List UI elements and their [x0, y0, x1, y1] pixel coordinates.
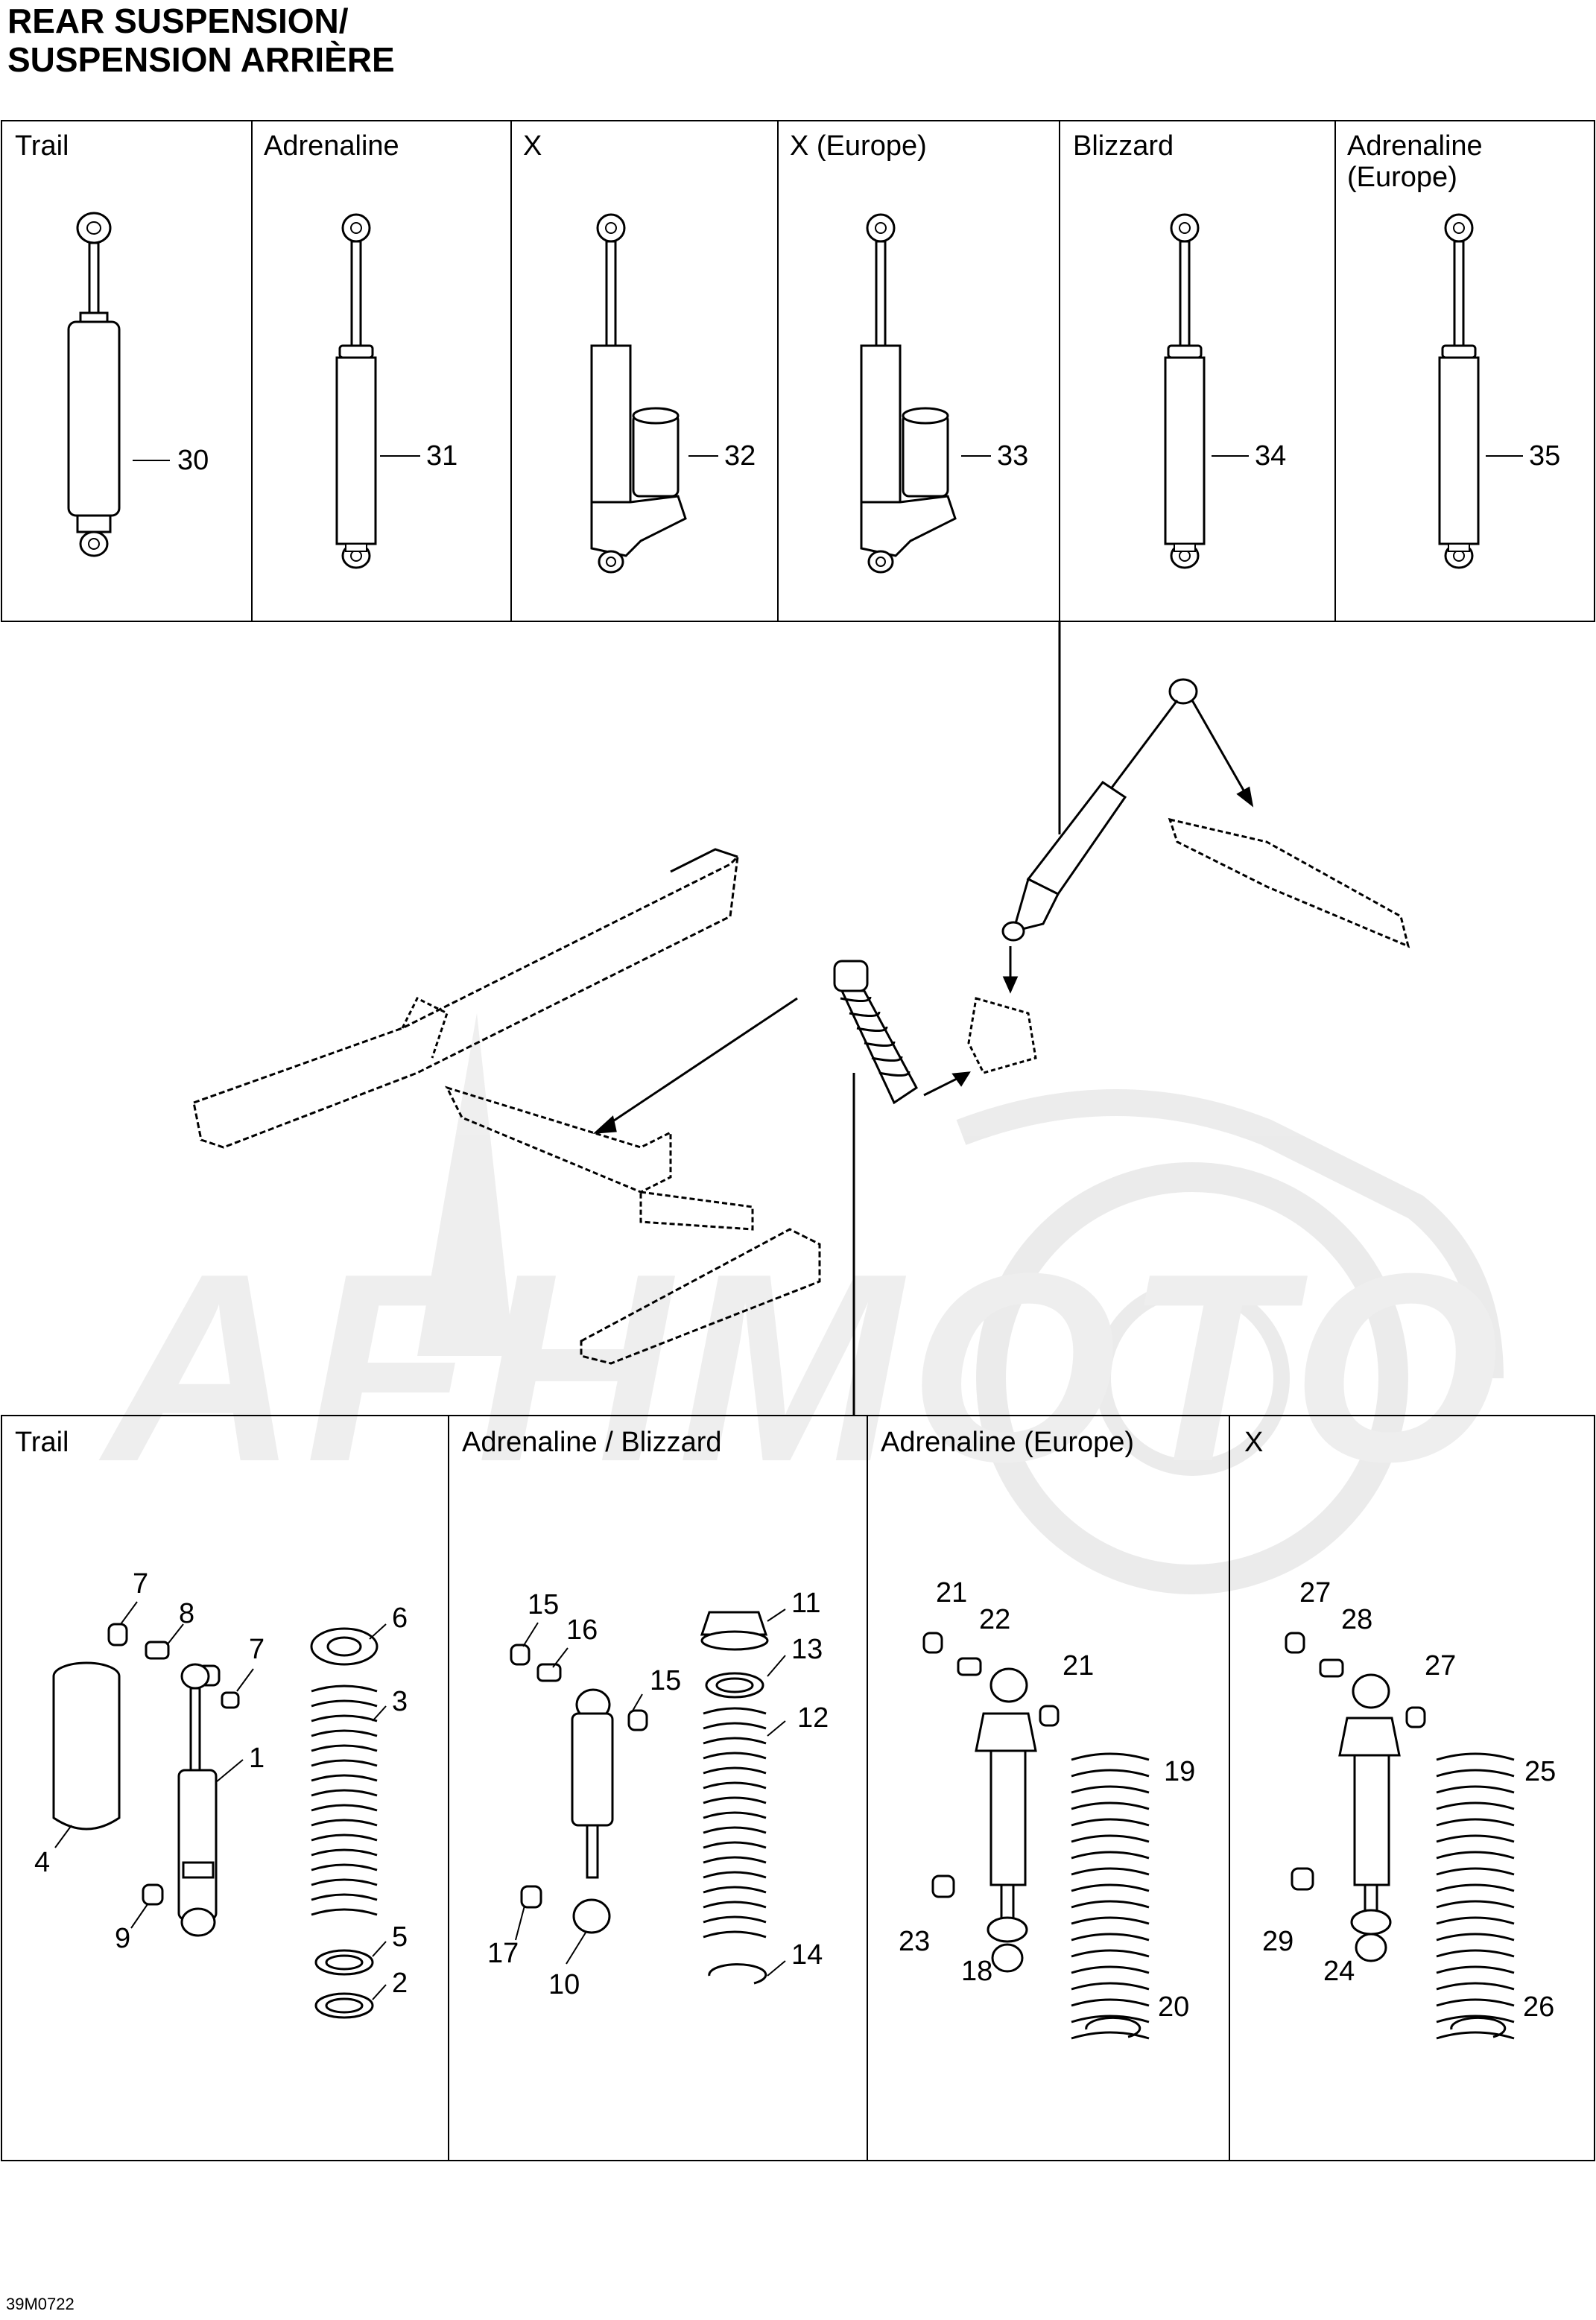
callout-9: 9 — [115, 1923, 130, 1954]
shock-31-drawing — [335, 213, 377, 569]
adrenaline-europe-components — [922, 1632, 1150, 2040]
page-title-line2: SUSPENSION ARRIÈRE — [7, 40, 395, 79]
callout-27a: 27 — [1299, 1577, 1331, 1609]
top-panel-label-adrenaline: Adrenaline — [264, 130, 399, 162]
top-panel-label-x-europe: X (Europe) — [790, 130, 927, 162]
callout-18: 18 — [961, 1956, 992, 1987]
bottom-spring-table — [1, 1415, 1595, 2161]
callout-13: 13 — [791, 1634, 823, 1665]
callout-24: 24 — [1323, 1956, 1355, 1987]
callout-19: 19 — [1164, 1756, 1195, 1787]
watermark-text: AFHMOTO — [96, 1218, 1507, 1518]
callout-20: 20 — [1158, 1991, 1189, 2023]
callout-5: 5 — [392, 1921, 408, 1953]
rear-suspension-assembly — [192, 621, 1410, 1416]
callout-30: 30 — [177, 445, 209, 476]
callout-14: 14 — [791, 1939, 823, 1971]
x-components — [1285, 1632, 1515, 2040]
callout-26: 26 — [1523, 1991, 1554, 2023]
callout-31: 31 — [426, 440, 457, 472]
top-panel-label-adrenaline-europe: Adrenaline — [1347, 130, 1483, 162]
callout-32: 32 — [724, 440, 756, 472]
shock-35-drawing — [1438, 213, 1480, 569]
bottom-panel-label-adrenaline-europe: Adrenaline (Europe) — [881, 1427, 1134, 1458]
trail-components — [52, 1623, 379, 2019]
page-title-line1: REAR SUSPENSION/ — [7, 1, 349, 40]
callout-1: 1 — [249, 1743, 265, 1774]
top-panel-label-blizzard: Blizzard — [1073, 130, 1174, 162]
watermark-logo: AFHMOTO — [96, 1013, 1507, 1594]
callout-10: 10 — [548, 1969, 580, 2000]
shock-32-drawing — [590, 213, 687, 574]
callout-7b: 7 — [249, 1634, 265, 1665]
drawing-code: 39M0722 — [6, 2295, 75, 2313]
callout-15b: 15 — [650, 1665, 681, 1696]
callout-8: 8 — [179, 1598, 194, 1629]
shock-33-drawing — [860, 213, 957, 574]
callout-12: 12 — [797, 1702, 829, 1734]
callout-21a: 21 — [936, 1577, 967, 1609]
callout-16: 16 — [566, 1614, 598, 1646]
bottom-panel-label-adrenaline-blizzard: Adrenaline / Blizzard — [462, 1427, 722, 1458]
callout-33: 33 — [997, 440, 1028, 472]
callout-17: 17 — [487, 1938, 519, 1969]
callout-29: 29 — [1262, 1926, 1293, 1957]
callout-2: 2 — [392, 1968, 408, 1999]
shock-30-drawing — [67, 212, 121, 557]
callout-35: 35 — [1529, 440, 1560, 472]
top-panel-label-adrenaline-europe-line2: (Europe) — [1347, 162, 1457, 193]
shock-34-drawing — [1164, 213, 1206, 569]
bottom-panel-label-x: X — [1244, 1427, 1263, 1458]
callout-25: 25 — [1524, 1756, 1556, 1787]
callout-15a: 15 — [528, 1589, 559, 1620]
adrenaline-blizzard-components — [510, 1611, 769, 1985]
callout-3: 3 — [392, 1686, 408, 1717]
callout-34: 34 — [1255, 440, 1286, 472]
bottom-panel-label-trail: Trail — [15, 1427, 69, 1458]
callout-11: 11 — [791, 1588, 820, 1619]
callout-21b: 21 — [1063, 1650, 1094, 1682]
callout-22: 22 — [979, 1604, 1010, 1635]
callout-7a: 7 — [133, 1568, 148, 1600]
callout-27b: 27 — [1425, 1650, 1456, 1682]
top-panel-label-trail: Trail — [15, 130, 69, 162]
callout-28: 28 — [1341, 1604, 1372, 1635]
top-shock-table — [1, 120, 1595, 622]
callout-6: 6 — [392, 1603, 408, 1634]
callout-23: 23 — [899, 1926, 930, 1957]
callout-4: 4 — [34, 1847, 50, 1878]
top-panel-label-x: X — [523, 130, 542, 162]
